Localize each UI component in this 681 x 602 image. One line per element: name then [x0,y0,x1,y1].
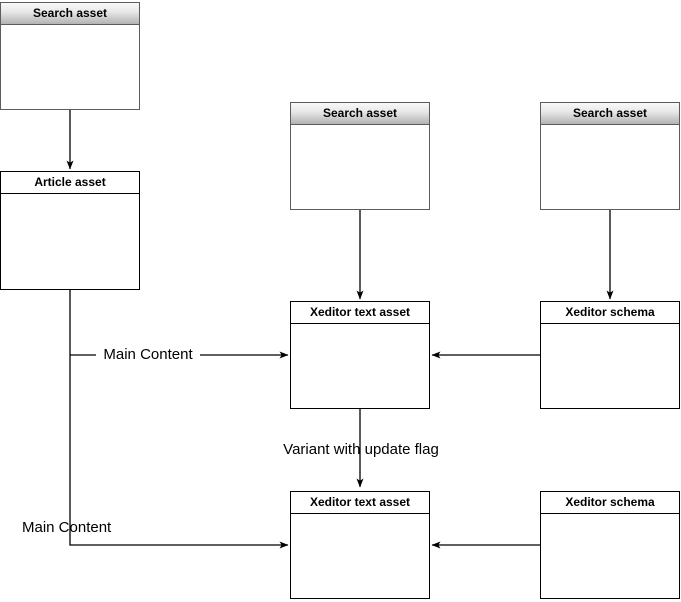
node-xeditor-text-asset-1: Xeditor text asset [290,301,430,409]
edge-article-to-xeditor-text2 [69,290,289,549]
node-xeditor-schema-1: Xeditor schema [540,301,680,409]
node-title: Xeditor text asset [291,492,429,514]
node-title: Search asset [541,103,679,125]
node-xeditor-schema-2: Xeditor schema [540,491,680,599]
node-xeditor-text-asset-2: Xeditor text asset [290,491,430,599]
node-title: Xeditor schema [541,492,679,514]
edge-label-main-content-1: Main Content [96,346,200,363]
node-article-asset: Article asset [0,171,140,290]
node-title: Xeditor text asset [291,302,429,324]
node-search-asset-3: Search asset [540,102,680,210]
node-title: Search asset [291,103,429,125]
node-search-asset-1: Search asset [0,2,140,110]
node-title: Xeditor schema [541,302,679,324]
edge-label-main-content-2: Main Content [22,519,112,536]
node-title: Article asset [1,172,139,194]
edge-label-variant-with-update-flag: Variant with update flag [283,441,439,458]
node-search-asset-2: Search asset [290,102,430,210]
node-title: Search asset [1,3,139,25]
